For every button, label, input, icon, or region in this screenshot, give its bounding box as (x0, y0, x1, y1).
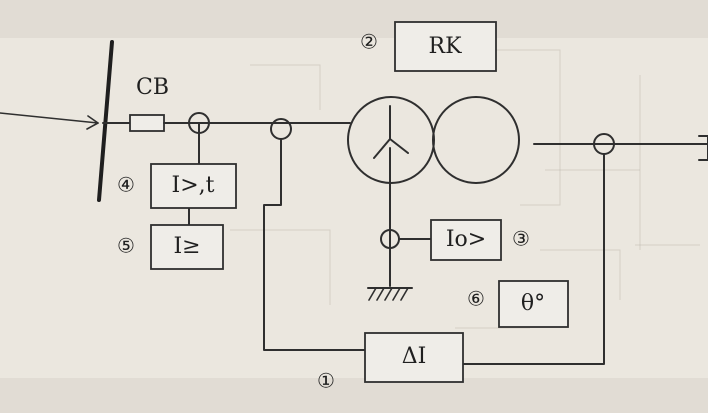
bottom-page-shadow (0, 378, 708, 413)
differential-relay-box (364, 332, 464, 383)
temperature-number-marker: ⑥ (467, 287, 485, 311)
ground-hatching-icon (368, 287, 409, 301)
differential-relay-label: ΔI (402, 344, 427, 369)
rk-number-marker: ② (360, 30, 378, 54)
top-page-shadow (0, 0, 708, 38)
overcurrent-number-marker: ④ (117, 173, 135, 197)
differential-relay-group: ΔI ① (317, 332, 464, 393)
circuit-breaker-symbol (129, 114, 165, 132)
breaker-label-group: CB (136, 75, 169, 100)
overload-relay-group: ⑤ I≥ (117, 224, 224, 270)
overcurrent-relay-group: ④ I>,t (117, 163, 237, 209)
rk-box (394, 21, 497, 72)
incoming-arrow (86, 115, 99, 130)
breaker-label: CB (136, 75, 169, 100)
rk-label: RK (429, 34, 463, 59)
relay-rk-group: ② RK (360, 21, 497, 72)
busbar-line (97, 40, 114, 202)
star-connection-icon (373, 105, 409, 159)
temperature-relay-box (498, 280, 569, 328)
temperature-relay-label: θ° (521, 291, 545, 316)
overload-relay-label: I≥ (173, 234, 200, 259)
temperature-relay-group: ⑥ θ° (467, 280, 569, 328)
earth-fault-relay-box (430, 219, 502, 261)
differential-right-line (462, 153, 605, 365)
overcurrent-relay-label: I>,t (172, 173, 215, 198)
transformer-secondary-winding-icon (432, 96, 520, 184)
earth-fault-relay-group: Io> ③ (430, 219, 530, 261)
right-edge-connector-icon (698, 135, 708, 161)
overload-number-marker: ⑤ (117, 234, 135, 258)
overload-relay-box (150, 224, 224, 270)
circuit-wiring (0, 40, 708, 365)
incoming-feeder-line (0, 112, 99, 124)
differential-left-line (263, 138, 366, 351)
overcurrent-relay-box (150, 163, 237, 209)
earth-fault-relay-label: Io> (446, 227, 486, 252)
differential-number-marker: ① (317, 369, 335, 393)
earth-fault-number-marker: ③ (512, 227, 530, 251)
